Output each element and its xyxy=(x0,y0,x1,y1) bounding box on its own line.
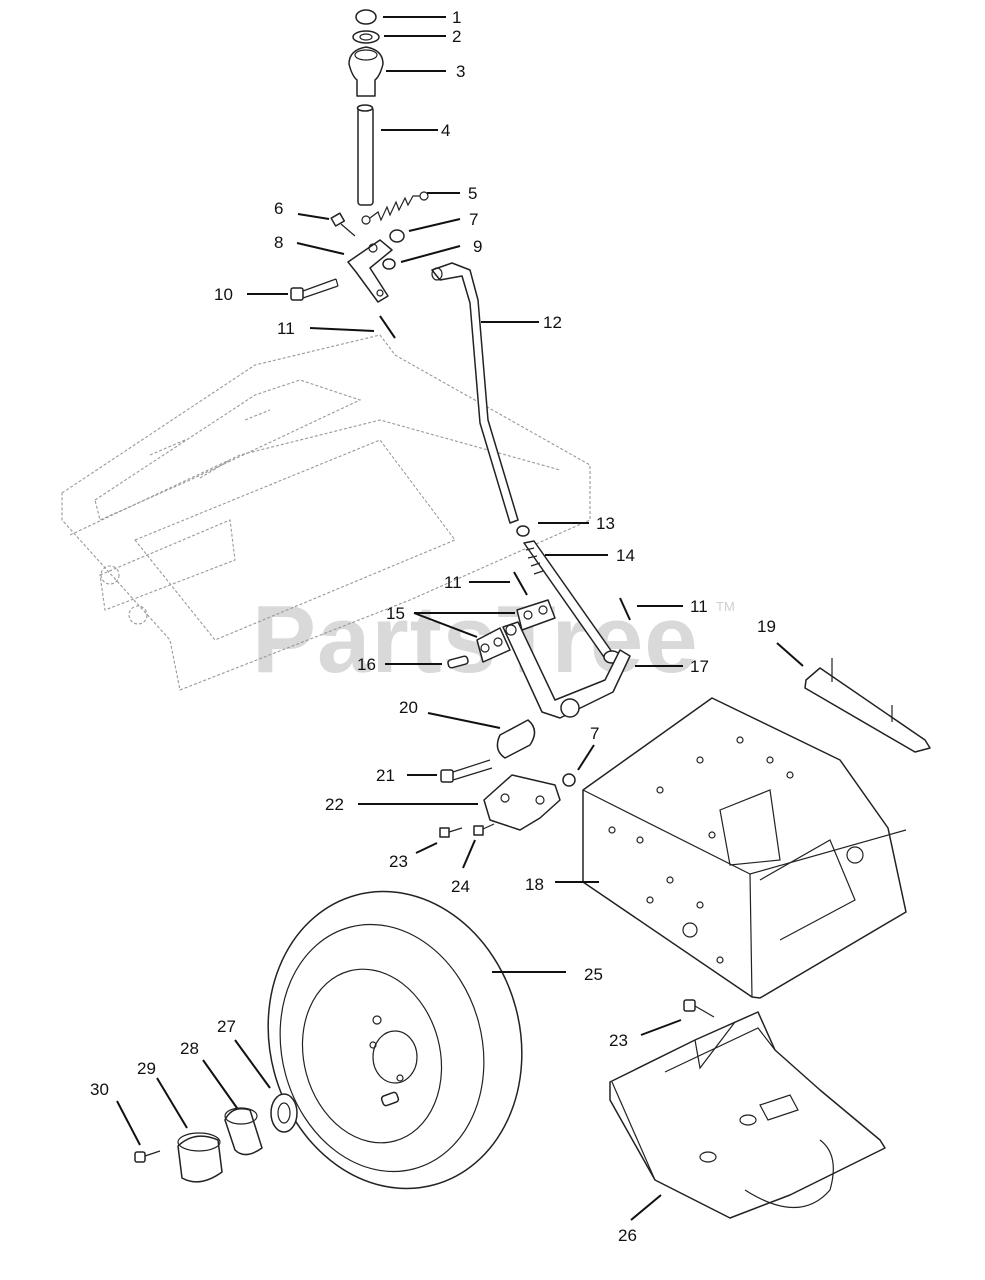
part-20-bushing xyxy=(496,719,536,759)
leader-lines xyxy=(116,16,804,1221)
callout-11-top: 11 xyxy=(277,319,295,338)
part-5-spring xyxy=(361,191,429,225)
callout-3: 3 xyxy=(456,62,465,81)
callout-2: 2 xyxy=(452,27,461,46)
part-3-knob xyxy=(348,46,384,97)
part-27-bearing xyxy=(270,1093,298,1133)
callout-13: 13 xyxy=(596,514,615,533)
part-13-nut xyxy=(516,525,530,537)
part-18-housing xyxy=(582,697,907,999)
callout-30: 30 xyxy=(90,1080,109,1099)
watermark: PartsTree xyxy=(252,586,699,693)
callout-19: 19 xyxy=(757,617,776,636)
callout-18: 18 xyxy=(525,875,544,894)
part-11-pin xyxy=(379,315,396,339)
callout-11-middle: 11 xyxy=(444,573,462,592)
part-25-wheel xyxy=(267,890,523,1190)
part-11-pin-middle xyxy=(513,571,528,596)
part-15-link-plates xyxy=(476,599,556,663)
part-16-pin xyxy=(447,655,469,669)
watermark-trademark: TM xyxy=(716,599,735,614)
callout-1: 1 xyxy=(452,8,461,27)
part-2-washer xyxy=(352,30,380,44)
part-23-screw-lower xyxy=(683,999,715,1018)
part-26-shield xyxy=(609,1011,886,1219)
part-28-bushing xyxy=(224,1107,263,1156)
callout-11-right: 11 xyxy=(690,597,708,616)
callout-6: 6 xyxy=(274,199,283,218)
callout-labels: 1 2 3 4 5 6 7 8 9 10 11 12 13 14 11 11 1… xyxy=(90,8,776,1245)
callout-17: 17 xyxy=(690,657,709,676)
part-7-nut-lower xyxy=(562,773,576,787)
callout-10: 10 xyxy=(214,285,233,304)
part-10-bolt xyxy=(290,278,339,301)
part-12-rod xyxy=(431,262,519,524)
part-19-plate xyxy=(804,658,931,753)
part-30-screw xyxy=(134,1150,161,1163)
callout-5: 5 xyxy=(468,184,477,203)
part-4-shaft xyxy=(356,104,374,206)
part-23-screw xyxy=(439,827,463,838)
part-21-bolt xyxy=(440,759,493,783)
callout-27: 27 xyxy=(217,1017,236,1036)
callout-14: 14 xyxy=(616,546,635,565)
part-22-bracket xyxy=(483,774,561,831)
callout-26: 26 xyxy=(618,1226,637,1245)
callout-23-lower: 23 xyxy=(609,1031,628,1050)
callout-16: 16 xyxy=(357,655,376,674)
callout-25: 25 xyxy=(584,965,603,984)
part-24-screw xyxy=(473,823,495,836)
callout-24: 24 xyxy=(451,877,470,896)
callout-8: 8 xyxy=(274,233,283,252)
callout-23-upper: 23 xyxy=(389,852,408,871)
callout-20: 20 xyxy=(399,698,418,717)
callout-29: 29 xyxy=(137,1059,156,1078)
part-11-pin-right xyxy=(619,597,631,621)
part-1-cap xyxy=(355,9,377,25)
callout-12: 12 xyxy=(543,313,562,332)
part-8-bracket xyxy=(347,239,393,303)
part-7-nut xyxy=(389,229,405,243)
callout-7-top: 7 xyxy=(469,210,478,229)
callout-9: 9 xyxy=(473,237,482,256)
part-6-bolt xyxy=(330,212,356,237)
part-9-bushing xyxy=(382,258,396,270)
callout-28: 28 xyxy=(180,1039,199,1058)
callout-22: 22 xyxy=(325,795,344,814)
mower-frame-ghost xyxy=(61,334,591,691)
part-17-arm xyxy=(502,621,631,719)
part-29-cap xyxy=(177,1132,223,1183)
callout-21: 21 xyxy=(376,766,395,785)
callout-15: 15 xyxy=(386,604,405,623)
callout-7-lower: 7 xyxy=(590,724,599,743)
callout-4: 4 xyxy=(441,121,450,140)
